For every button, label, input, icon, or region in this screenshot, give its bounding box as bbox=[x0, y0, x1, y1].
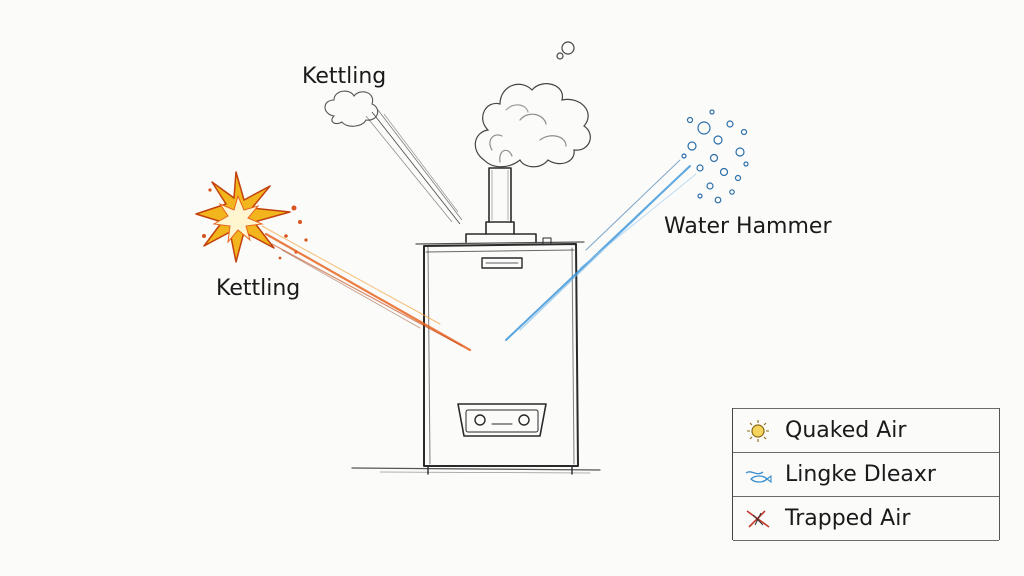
kettling-streak bbox=[365, 109, 463, 225]
legend-label: Lingke Dleaxr bbox=[785, 462, 936, 487]
legend-label: Quaked Air bbox=[785, 418, 907, 443]
wave-fish-icon bbox=[745, 470, 772, 483]
water-droplets bbox=[681, 109, 749, 204]
water-streak bbox=[505, 159, 697, 341]
legend-label: Trapped Air bbox=[785, 506, 911, 531]
kettling-label-top: Kettling bbox=[302, 64, 387, 89]
steam-cloud bbox=[474, 41, 591, 168]
legend-row-lingke-dleaxr: Lingke Dleaxr bbox=[733, 452, 999, 496]
crossed-spark-icon bbox=[746, 509, 770, 528]
sun-icon bbox=[747, 419, 769, 442]
legend-row-quaked-air: Quaked Air bbox=[733, 408, 999, 452]
legend: Quaked Air Lingke Dleaxr Trapped Air bbox=[732, 408, 1000, 541]
kettling-label-left: Kettling bbox=[216, 276, 301, 301]
kettling-cloud bbox=[324, 90, 379, 127]
ground-line bbox=[351, 467, 601, 474]
water-hammer-label: Water Hammer bbox=[664, 214, 832, 239]
spark-burst bbox=[195, 171, 308, 263]
boiler-unit bbox=[415, 167, 585, 475]
spark-streak bbox=[261, 225, 472, 352]
legend-row-trapped-air: Trapped Air bbox=[733, 496, 999, 541]
